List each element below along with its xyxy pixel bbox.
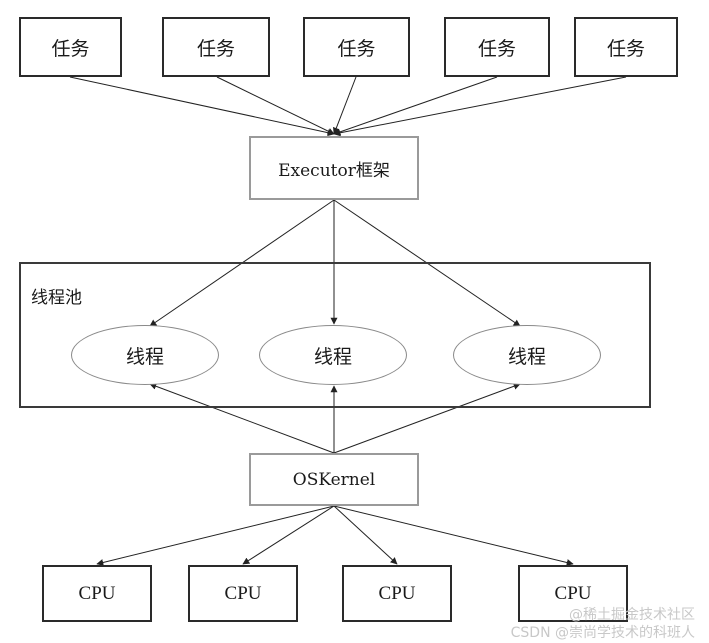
thread-label: 线程 <box>507 345 546 368</box>
executor-label: Executor框架 <box>278 160 390 181</box>
cpu-label: CPU <box>554 582 592 604</box>
executor-framework-box: Executor框架 <box>249 136 419 200</box>
task-label: 任务 <box>477 37 516 60</box>
task-label: 任务 <box>196 37 235 60</box>
edge-task4-executor <box>333 76 498 136</box>
edge-task2-executor <box>216 76 335 135</box>
task-box-3: 任务 <box>303 17 410 77</box>
task-label: 任务 <box>606 37 645 60</box>
thread-label: 线程 <box>125 345 164 368</box>
cpu-label: CPU <box>378 582 416 604</box>
cpu-label: CPU <box>78 582 116 604</box>
thread-node-3: 线程 <box>453 325 601 385</box>
thread-pool-label: 线程池 <box>31 288 82 308</box>
edge-task3-executor <box>333 76 357 135</box>
thread-node-2: 线程 <box>259 325 407 385</box>
cpu-box-3: CPU <box>342 565 452 622</box>
watermark-line-1: @稀土掘金技术社区 <box>569 607 695 623</box>
thread-pool-container <box>19 262 651 408</box>
task-box-5: 任务 <box>574 17 678 77</box>
edge-kernel-thread1 <box>149 382 335 454</box>
cpu-box-4: CPU <box>518 565 628 622</box>
thread-label: 线程 <box>313 345 352 368</box>
cpu-label: CPU <box>224 582 262 604</box>
edge-kernel-cpu1 <box>96 505 335 566</box>
edge-kernel-cpu3 <box>333 505 398 565</box>
task-box-4: 任务 <box>444 17 550 77</box>
task-label: 任务 <box>337 37 376 60</box>
edge-task5-executor <box>333 76 627 137</box>
thread-node-1: 线程 <box>71 325 219 385</box>
task-box-2: 任务 <box>162 17 270 77</box>
cpu-box-1: CPU <box>42 565 152 622</box>
watermark-line-2: CSDN @崇尚学技术的科班人 <box>510 625 695 641</box>
task-box-1: 任务 <box>19 17 122 77</box>
kernel-label: OSKernel <box>292 469 376 490</box>
edge-task1-executor <box>69 76 335 137</box>
task-label: 任务 <box>51 37 90 60</box>
edge-kernel-cpu4 <box>333 505 574 566</box>
edge-kernel-cpu2 <box>242 505 335 565</box>
os-kernel-box: OSKernel <box>249 453 419 506</box>
cpu-box-2: CPU <box>188 565 298 622</box>
edge-kernel-thread3 <box>333 382 521 454</box>
